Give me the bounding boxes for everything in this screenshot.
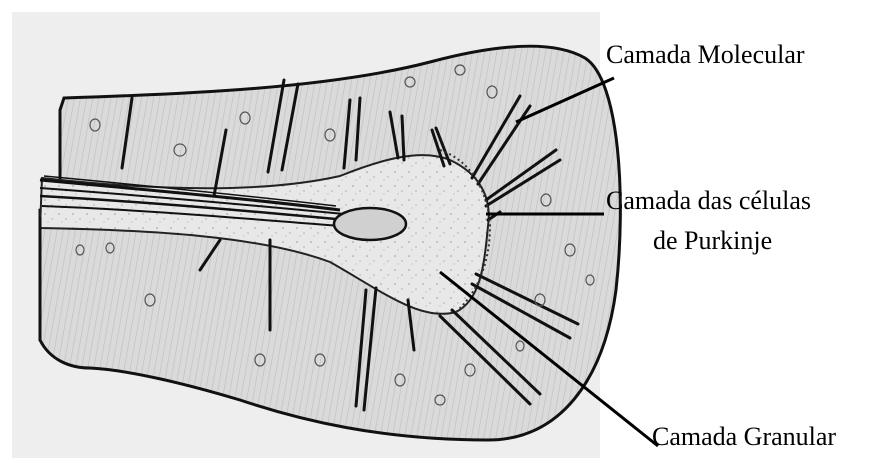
label-purkinje-layer-line2: de Purkinje xyxy=(653,226,772,256)
label-purkinje-layer-line1: Camada das células xyxy=(606,186,811,216)
label-granular-layer: Camada Granular xyxy=(652,422,836,452)
label-molecular-layer: Camada Molecular xyxy=(606,40,805,70)
